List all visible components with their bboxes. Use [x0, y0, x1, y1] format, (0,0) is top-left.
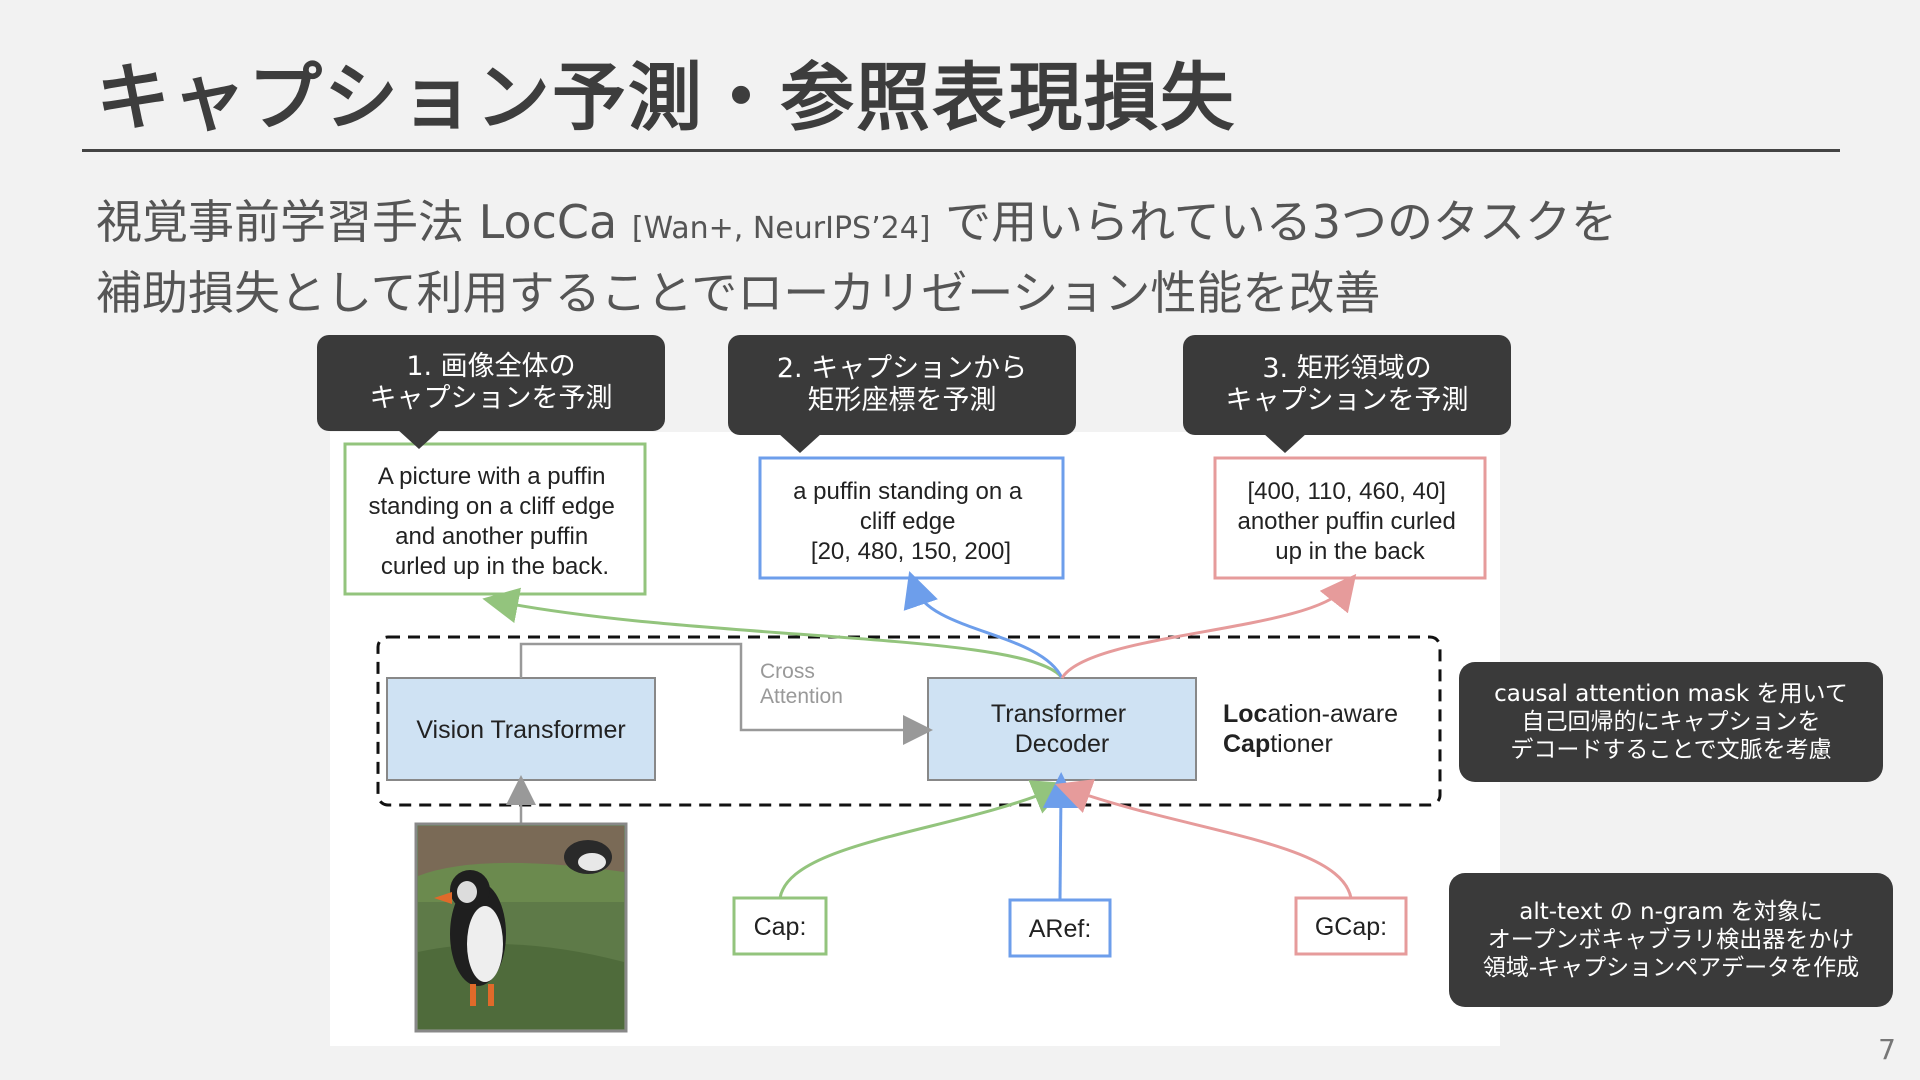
task-1-line-2: キャプションを予測: [369, 383, 613, 414]
task-2-callout: 2. キャプションから 矩形座標を予測: [728, 335, 1076, 453]
task-2-pointer: [778, 433, 822, 453]
cross-attention-label: Cross Attention: [760, 660, 843, 708]
transformer-decoder-box: [927, 677, 1197, 781]
vision-transformer-box: [386, 677, 656, 781]
task-1-pointer: [397, 429, 441, 449]
cap-prefix-box: [732, 896, 828, 956]
citation: [Wan+, NeurIPS’24]: [631, 211, 931, 246]
causal-mask-note: causal attention mask を用いて 自己回帰的にキャプションを…: [1459, 662, 1883, 782]
task-1-line-1: 1. 画像全体の: [406, 351, 576, 382]
locca-diagram: A picture with a puffin standing on a cl…: [343, 442, 1487, 1033]
cap-output-text: A picture with a puffin standing on a cl…: [368, 463, 621, 580]
aref-prefix-arrow: [1042, 772, 1079, 901]
cap-prefix-arrow: [778, 780, 1069, 899]
task-3-line-2: キャプションを予測: [1225, 385, 1469, 416]
gcap-prefix-label: GCap:: [1315, 913, 1387, 941]
vision-transformer-label: Vision Transformer: [416, 716, 625, 744]
page-number: 7: [1878, 1033, 1896, 1066]
aref-output-arrow: [903, 570, 1064, 679]
aref-prefix-box: [1008, 898, 1112, 958]
gcap-prefix-arrow: [1055, 779, 1353, 899]
slide-subtitle: 視覚事前学習手法 LocCa [Wan+, NeurIPS’24] で用いられて…: [96, 190, 1617, 325]
title-divider: [82, 149, 1840, 152]
task-3-callout: 3. 矩形領域の キャプションを予測: [1183, 335, 1511, 453]
task-3-pointer: [1263, 433, 1307, 453]
aref-output-text: a puffin standing on a cliff edge [20, 4…: [793, 478, 1029, 565]
region-caption-data-note: alt-text の n-gram を対象に オープンボキャブラリ検出器をかけ …: [1449, 873, 1893, 1007]
puffin-photo: [414, 822, 628, 1033]
cap-output-arrow: [482, 587, 1064, 679]
subtitle-line-2: 補助損失として利用することでローカリゼーション性能を改善: [96, 266, 1381, 320]
gcap-prefix-box: [1294, 896, 1408, 956]
aref-prefix-label: ARef:: [1029, 915, 1092, 943]
subtitle-line-1: 視覚事前学習手法 LocCa [Wan+, NeurIPS’24] で用いられて…: [96, 195, 1618, 249]
transformer-decoder-label: Transformer Decoder: [991, 700, 1133, 758]
cap-prefix-label: Cap:: [754, 913, 807, 941]
task-2-line-1: 2. キャプションから: [776, 353, 1028, 384]
diagram-canvas: A picture with a puffin standing on a cl…: [330, 432, 1500, 1046]
task-3-line-1: 3. 矩形領域の: [1262, 353, 1432, 384]
cap-output-box: [343, 442, 647, 596]
locca-model-boundary: [376, 635, 1442, 807]
slide-title: キャプション予測・参照表現損失: [96, 55, 1236, 141]
gcap-output-arrow: [1060, 573, 1357, 679]
gcap-output-box: [1213, 456, 1487, 580]
aref-output-box: [758, 456, 1065, 580]
model-name-label: Location-aware Captioner: [1223, 700, 1405, 758]
cross-attention-arrow: [519, 642, 933, 745]
task-2-line-2: 矩形座標を予測: [807, 385, 997, 416]
gcap-output-text: [400, 110, 460, 40] another puffin curle…: [1237, 478, 1462, 565]
task-1-callout: 1. 画像全体の キャプションを予測: [317, 335, 665, 449]
